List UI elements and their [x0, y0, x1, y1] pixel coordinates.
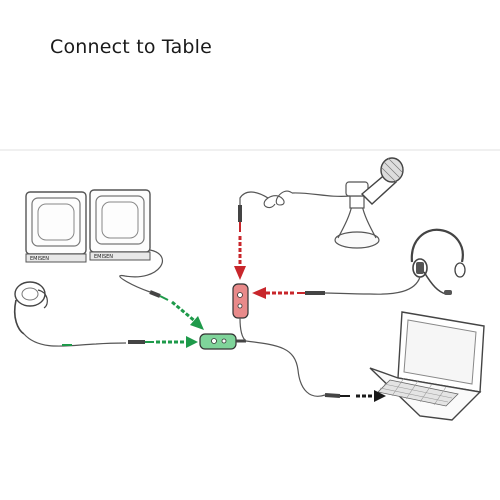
microphone-icon: [239, 157, 404, 249]
speaker-plug: [149, 290, 169, 301]
laptop-black-arrow: [356, 390, 386, 402]
earphone-green-arrow: [156, 336, 198, 348]
laptop-plug: [324, 393, 350, 398]
earphone-icon: [13, 281, 127, 347]
microphone-red-arrow: [234, 236, 246, 280]
headset-red-arrow: [252, 287, 294, 299]
speaker-brand-left: EMISEN: [30, 256, 49, 262]
speaker-green-arrow: [171, 300, 204, 330]
speaker-brand-right: EMISEN: [94, 254, 113, 260]
splitter-adapter-icon: [199, 283, 326, 397]
headset-icon: [324, 228, 466, 295]
laptop-icon: [369, 311, 485, 421]
diagram-title: Connect to Table: [50, 36, 213, 58]
speakers-icon: EMISEN EMISEN: [25, 189, 163, 293]
